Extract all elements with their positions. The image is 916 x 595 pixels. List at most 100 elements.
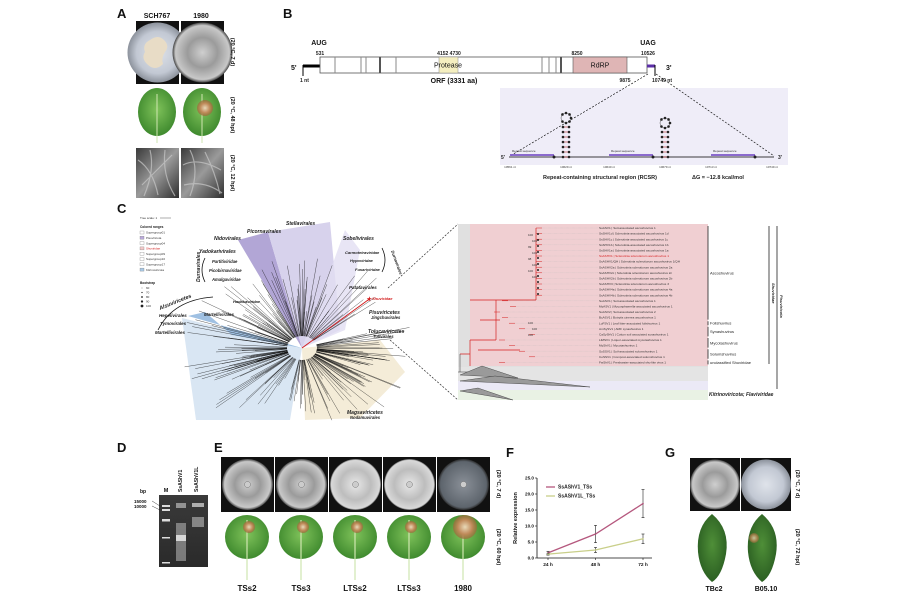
tree-branch <box>316 352 361 365</box>
rcsr-pos-6: 10749 nt <box>766 165 778 169</box>
durnavirales-right-bracket <box>381 247 386 273</box>
shuviridae-subtree: SoASV1 | Soil-associated ascoshuvirus 1 S… <box>458 226 680 373</box>
tree-branch <box>221 310 290 342</box>
nucleotide <box>552 155 556 159</box>
tree-branch <box>271 303 296 338</box>
strain-label-b0510: B05.10 <box>755 586 778 593</box>
nucleotide <box>561 125 565 129</box>
column-label-1980: 1980 <box>193 13 209 20</box>
tree-branch <box>186 322 288 345</box>
tree-branch <box>297 359 301 382</box>
clade-tolucaviricetes: Tolucaviricetes <box>368 329 404 335</box>
tree-branch <box>214 353 289 381</box>
hairpin-loop <box>560 112 572 124</box>
bootstrap-node <box>537 281 539 283</box>
y-tick-label: 5.0 <box>528 540 535 545</box>
clade-hadakaviridae: Hadakaviridae <box>233 299 261 304</box>
inoculum-plug <box>352 481 359 488</box>
tree-branch <box>195 319 288 345</box>
tree-branch <box>249 353 289 371</box>
tree-branch <box>316 327 410 346</box>
leaf-label: SsSHV1c | Sclerotinia-associated ascoshu… <box>599 237 669 241</box>
rcsr-pos-4: 10679 nt <box>659 165 671 169</box>
tree-branch <box>267 294 296 338</box>
tree-branch <box>245 357 293 400</box>
rna-hairpins <box>552 111 757 159</box>
tree-branch <box>302 281 307 337</box>
clade-wedge-kitrinoviricota <box>182 318 302 420</box>
five-prime-label: 5' <box>291 65 297 72</box>
bootstrap-dot <box>141 287 143 289</box>
tree-branch <box>314 354 372 383</box>
nucleotide <box>651 155 655 159</box>
clade-jingchuvirales: Jingchuvirales <box>371 315 401 320</box>
tree-branch <box>242 350 288 357</box>
bootstrap-legend-label: 80 <box>146 295 150 299</box>
leaf-label: SoASV1 | Soil-associated ascoshuvirus 1 <box>599 299 656 303</box>
panel-label-b: B <box>283 6 292 21</box>
tree-branch <box>309 316 329 339</box>
tree-branch <box>259 295 295 338</box>
bootstrap-node <box>537 275 539 277</box>
colony-sch767 <box>143 37 168 68</box>
range-swatch <box>139 257 145 261</box>
tree-branch <box>314 353 349 369</box>
tree-branch <box>309 358 324 377</box>
panel-label-e: E <box>214 440 223 455</box>
bootstrap-value: 98 <box>528 257 532 261</box>
tree-branch <box>307 359 331 402</box>
inoculum-plug <box>406 481 413 488</box>
tree-branch <box>276 311 296 338</box>
tree-branch <box>306 297 323 337</box>
bootstrap-node <box>537 269 539 271</box>
y-tick-label: 0.0 <box>528 556 535 561</box>
leaf-photo-ltss3 <box>387 515 431 580</box>
tree-branch <box>312 299 364 340</box>
marker-bands <box>162 505 170 564</box>
x-tick-label: 72 h <box>638 562 648 568</box>
bootstrap-node <box>537 263 539 265</box>
tree-branch <box>306 284 327 337</box>
three-prime-label: 3' <box>666 65 672 72</box>
nucleotide <box>561 145 565 149</box>
tree-branch <box>312 314 344 340</box>
tree-branch <box>218 348 288 350</box>
bootstrap-legend-label: 60 <box>146 286 150 290</box>
leaf-label: SsASHV2c | Sclerotinia sclerotiorum asco… <box>599 271 672 275</box>
lane-label-marker: M <box>164 488 169 494</box>
tree-branch <box>249 350 288 358</box>
tree-branch <box>316 350 350 357</box>
tree-branch <box>316 339 344 345</box>
range-legend-label: Supergroup04 <box>146 241 165 245</box>
lesion <box>749 533 759 543</box>
nucleotide <box>660 145 664 149</box>
tree-branch <box>316 338 393 347</box>
clade-hypoviridae: Hypoviridae <box>350 258 374 263</box>
tree-branch <box>313 355 364 387</box>
tree-branch <box>233 351 288 366</box>
tree-branch <box>254 331 289 344</box>
clade-wedge-sobelivirales <box>302 230 360 348</box>
repeat-label-1: Repeat sequence <box>512 149 536 153</box>
radial-tree <box>182 222 410 421</box>
bootstrap-node <box>537 251 539 253</box>
inoculum-plug <box>460 481 467 488</box>
tree-branch <box>291 359 300 390</box>
delta-g-label: ΔG = −12.8 kcal/mol <box>692 175 744 181</box>
clade-hepelivirales: Hepelivirales <box>159 313 187 318</box>
tree-branch <box>315 353 401 389</box>
stop-position: 10526 <box>641 51 655 57</box>
range-legend-label: Supergroup09 <box>146 252 165 256</box>
tree-branch <box>187 332 288 347</box>
leaf-label: MyShV1 | Mycotashuvirus 1 <box>599 344 638 348</box>
repeat-label-3: Repeat sequence <box>713 149 737 153</box>
tree-branch <box>310 357 358 410</box>
tree-branch <box>265 355 291 373</box>
tree-branch <box>316 351 374 365</box>
tree-branch <box>304 275 321 337</box>
tree-branch <box>307 358 328 395</box>
bootstrap-title: Bootstrap <box>140 281 155 285</box>
leaf-label: CoSSV1 | Compost-associated solumshuviru… <box>599 355 665 359</box>
genus-label: Ascoshuvirus <box>710 270 734 275</box>
tree-branch <box>293 359 301 402</box>
